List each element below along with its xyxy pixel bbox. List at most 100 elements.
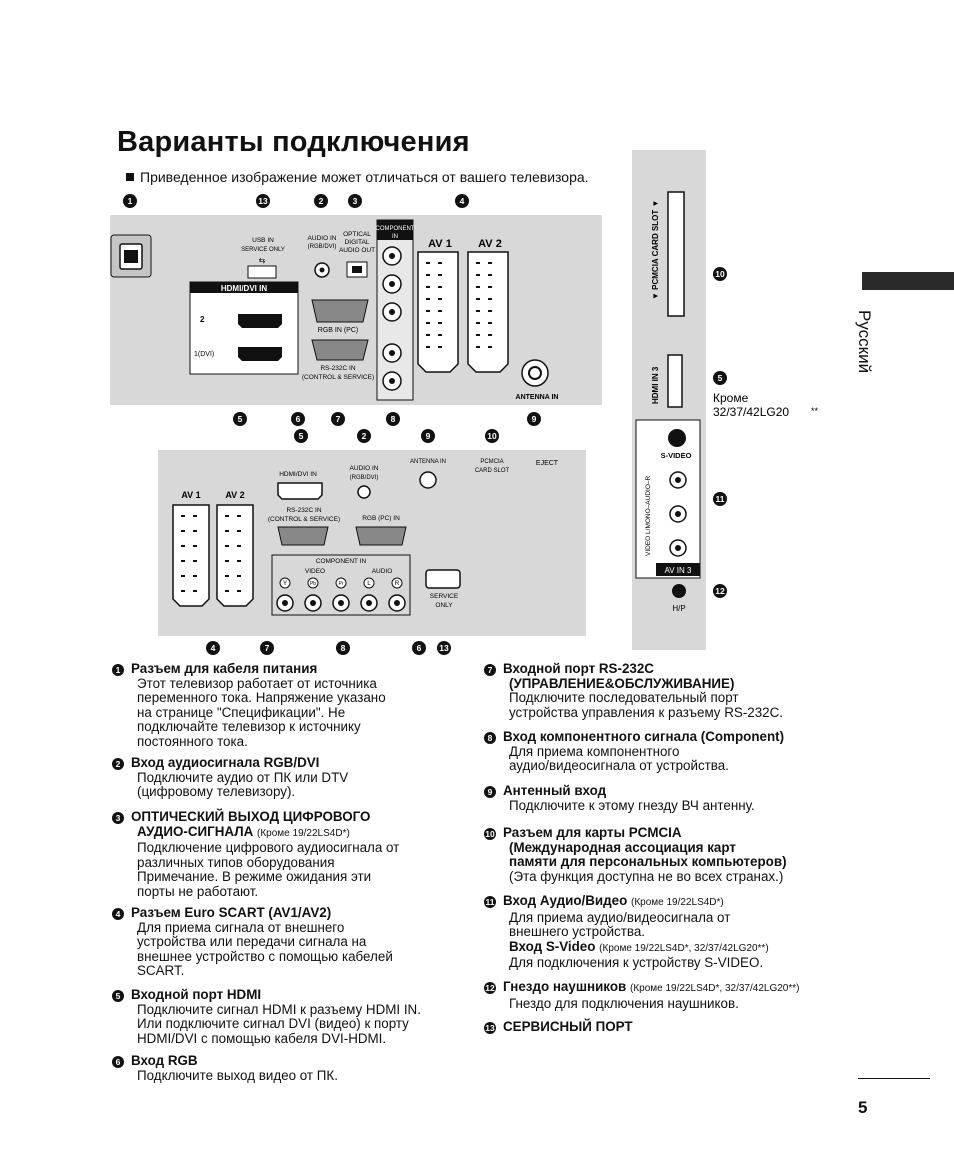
svg-text:6: 6 xyxy=(296,414,301,424)
item-number-badge: 1 xyxy=(112,664,124,676)
item-body-line: Подключите аудио от ПК или DTV xyxy=(137,769,349,785)
item-heading: 6 Вход RGB xyxy=(112,1053,462,1069)
svg-text:10: 10 xyxy=(487,431,497,441)
item-heading-text: Гнездо наушников xyxy=(503,979,630,994)
svg-text:9: 9 xyxy=(532,414,537,424)
item-body-line: устройства или передачи сигнала на xyxy=(137,934,367,949)
svg-text:RGB IN (PC): RGB IN (PC) xyxy=(318,327,358,334)
item-number-badge: 8 xyxy=(484,732,496,744)
item-heading-text: Вход RGB xyxy=(131,1053,198,1068)
item-heading-text: Входной порт RS-232C xyxy=(503,661,654,676)
svg-text:AV 1: AV 1 xyxy=(428,238,452,250)
svg-text:AV 2: AV 2 xyxy=(478,238,502,250)
item-heading-text: СЕРВИСНЫЙ ПОРТ xyxy=(503,1019,633,1034)
item-body-line: различных типов оборудования xyxy=(137,854,335,870)
rgb-in-port xyxy=(311,299,369,323)
svg-text:HDMI IN 3: HDMI IN 3 xyxy=(651,366,660,404)
svg-text:H/P: H/P xyxy=(672,604,685,613)
item-body-line: переменного тока. Напряжение указано xyxy=(137,690,386,705)
item-heading-cont: (УПРАВЛЕНИЕ&ОБСЛУЖИВАНИЕ) xyxy=(509,675,735,691)
item-body-line: Подключите сигнал HDMI к разъему HDMI IN… xyxy=(137,1001,421,1017)
item-body-line: внешнее устройство с помощью кабелей xyxy=(137,948,393,964)
svg-text:OPTICAL: OPTICAL xyxy=(343,231,371,238)
svg-text:AV 1: AV 1 xyxy=(181,490,200,500)
item-body-line: Гнездо для подключения наушников. xyxy=(509,995,739,1011)
component-jacks xyxy=(382,246,402,391)
svg-text:2: 2 xyxy=(319,196,324,206)
svg-text:AUDIO OUT: AUDIO OUT xyxy=(339,247,375,254)
svg-text:7: 7 xyxy=(265,643,270,653)
svg-text:S-VIDEO: S-VIDEO xyxy=(661,451,692,460)
svg-text:Pb: Pb xyxy=(310,581,316,587)
item-body-line: порты не работают. xyxy=(137,883,259,899)
svg-text:Y: Y xyxy=(283,580,288,587)
item-body-line: Подключите к этому гнезду ВЧ антенну. xyxy=(509,797,755,813)
svg-text:CARD SLOT: CARD SLOT xyxy=(475,468,510,474)
item-heading-cont: памяти для персональных компьютеров) xyxy=(509,854,787,869)
svg-text:COMPONENT: COMPONENT xyxy=(376,226,415,232)
svg-text:EJECT: EJECT xyxy=(536,460,559,467)
item-body-line: HDMI/DVI с помощью кабеля DVI-HDMI. xyxy=(137,1030,387,1046)
item-body-line: Подключите выход видео от ПК. xyxy=(137,1067,338,1083)
svg-text:1: 1 xyxy=(128,196,133,206)
item-number-badge: 6 xyxy=(112,1056,124,1068)
item-number-badge: 4 xyxy=(112,908,124,920)
svg-text:13: 13 xyxy=(439,643,449,653)
b-scart-av2 xyxy=(216,504,254,607)
svg-text:PCMCIA: PCMCIA xyxy=(480,459,503,465)
hdmi-port-1 xyxy=(238,347,282,361)
svg-text:L: L xyxy=(367,580,371,587)
svg-text:VIDEO: VIDEO xyxy=(305,568,325,575)
svg-text:ANTENNA IN: ANTENNA IN xyxy=(410,459,446,465)
svg-text:3: 3 xyxy=(353,196,358,206)
item-heading-text: Вход аудиосигнала RGB/DVI xyxy=(131,755,320,770)
svg-text:Кроме: Кроме xyxy=(713,391,749,405)
pcmcia-slot xyxy=(667,191,685,317)
usb-label: USB IN xyxy=(252,237,274,244)
item-heading-cont: АУДИО-СИГНАЛА (Кроме 19/22LS4D*) xyxy=(137,823,350,839)
usb-port xyxy=(247,265,277,279)
svg-text:5: 5 xyxy=(718,373,723,383)
item-number-badge: 5 xyxy=(112,990,124,1002)
item-heading-text: Вход компонентного сигнала (Component) xyxy=(503,729,785,744)
audio-in-label: AUDIO IN xyxy=(308,235,337,242)
item-heading-text: Входной порт HDMI xyxy=(131,987,262,1002)
item-body-line: Примечание. В режиме ожидания эти xyxy=(137,869,372,884)
svg-text:HDMI/DVI IN: HDMI/DVI IN xyxy=(221,284,267,293)
hdmi-port-2 xyxy=(238,314,282,328)
svg-text:RS-232C IN: RS-232C IN xyxy=(320,365,355,372)
svg-text:HDMI/DVI IN: HDMI/DVI IN xyxy=(279,471,317,478)
item-body-line: Подключите последовательный порт xyxy=(509,690,739,705)
description-item: 6 Вход RGB Подключите выход видео от ПК. xyxy=(112,1053,462,1083)
hdmi-in3-port xyxy=(667,354,683,408)
item-body-line: постоянного тока. xyxy=(137,733,248,749)
svg-text:RGB (PC) IN: RGB (PC) IN xyxy=(362,515,400,522)
svg-text:6: 6 xyxy=(417,643,422,653)
svg-text:RS-232C IN: RS-232C IN xyxy=(286,507,321,514)
svg-text:ANTENNA IN: ANTENNA IN xyxy=(516,394,559,401)
svg-text:AV IN 3: AV IN 3 xyxy=(665,566,693,575)
connection-diagram: USB IN SERVICE ONLY ⇆ AUDIO IN (RGB/DVI)… xyxy=(110,150,819,655)
item-heading-text: Разъем Euro SCART (AV1/AV2) xyxy=(131,905,332,920)
item-heading-text: Разъем для кабеля питания xyxy=(131,661,318,676)
item-body-line: устройства управления к разъему RS-232C. xyxy=(509,704,784,720)
item-body-line: Для приема компонентного xyxy=(509,743,680,759)
svg-text:1(DVI): 1(DVI) xyxy=(194,351,214,358)
scart-av1 xyxy=(417,251,459,373)
usb-icon: ⇆ xyxy=(259,256,266,265)
item-body-line: (цифровому телевизору). xyxy=(137,784,296,799)
item-number-badge: 9 xyxy=(484,786,496,798)
svg-text:7: 7 xyxy=(336,414,341,424)
item-body-line: на странице "Спецификации". Не xyxy=(137,704,346,720)
item-heading: 5 Входной порт HDMI xyxy=(112,987,462,1003)
av-in3-box xyxy=(635,419,701,579)
